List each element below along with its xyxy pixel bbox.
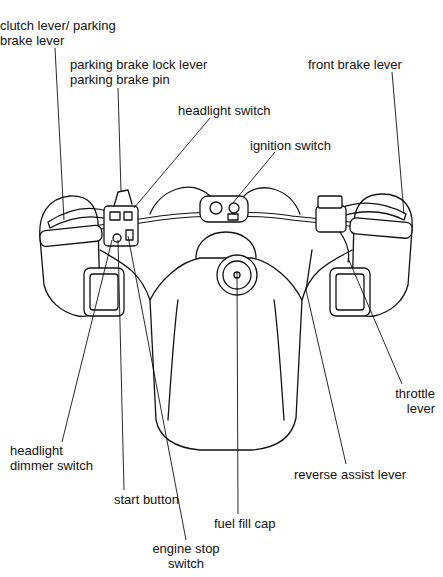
part-label: clutch lever/ parking brake lever <box>0 18 118 48</box>
part-label: ignition switch <box>250 138 370 153</box>
part-label: parking brake lock lever <box>70 57 240 72</box>
part-label: throttle lever <box>383 386 435 416</box>
part-label: front brake lever <box>308 57 438 72</box>
part-label: headlight dimmer switch <box>10 443 102 473</box>
part-label: fuel fill cap <box>214 516 314 531</box>
part-label: engine stop switch <box>148 541 224 571</box>
part-label: start button <box>114 492 214 507</box>
part-label: reverse assist lever <box>294 467 434 482</box>
part-label: parking brake pin <box>70 72 240 87</box>
part-label: headlight switch <box>178 103 298 118</box>
